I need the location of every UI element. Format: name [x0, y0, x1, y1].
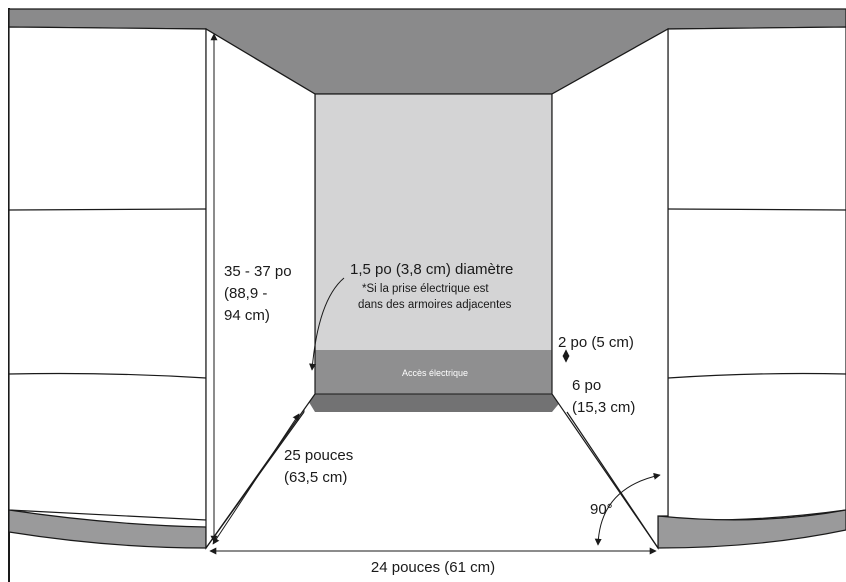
right-cabinet [667, 26, 846, 521]
outlet-note-line1: *Si la prise électrique est [362, 283, 489, 295]
depth-label-line2: (63,5 cm) [284, 469, 347, 486]
left-drawer-line-2 [8, 372, 207, 379]
right-toe-kick [657, 509, 846, 549]
right-cabinet-side [551, 27, 669, 550]
depth-dimension-arrow [212, 413, 300, 545]
back-wall [314, 93, 553, 395]
height-label-line3: 94 cm) [224, 307, 270, 324]
height-label-line2: (88,9 - [224, 285, 267, 302]
electrical-access-label: Accès électrique [402, 368, 468, 378]
width-label: 24 pouces (61 cm) [371, 559, 495, 576]
depth-label-line1: 25 pouces [284, 447, 353, 464]
outlet-note-line2: dans des armoires adjacentes [358, 299, 512, 311]
electrical-access-band [304, 350, 567, 394]
right-drawer-line-1 [667, 208, 846, 211]
left-drawer-line-1 [8, 208, 207, 211]
access-height-label-line2: (15,3 cm) [572, 399, 635, 416]
hole-diameter-label: 1,5 po (3,8 cm) diamètre [350, 261, 513, 278]
height-label-line1: 35 - 37 po [224, 263, 292, 280]
top-offset-label: 2 po (5 cm) [558, 334, 634, 351]
angle-arc [594, 472, 661, 546]
left-cabinet [8, 26, 207, 521]
access-height-label-line1: 6 po [572, 377, 601, 394]
angle-label: 90° [590, 501, 613, 518]
electrical-access-floor [304, 394, 567, 412]
right-drawer-line-2 [667, 372, 846, 379]
hole-leader-arrow [309, 277, 345, 371]
